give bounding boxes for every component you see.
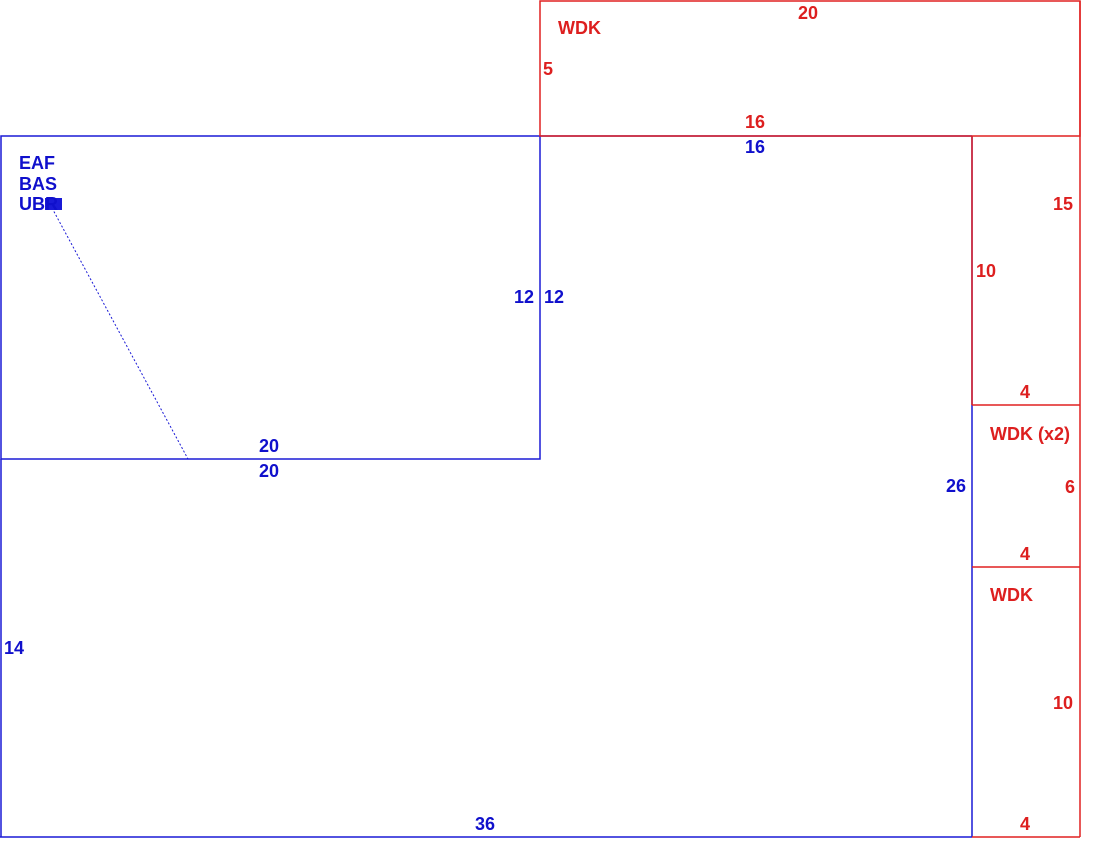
wdk-bottom-tag: WDK <box>990 585 1033 605</box>
bedroom-tag-bas: BAS <box>19 174 57 194</box>
dim-wdk-top-inner-height: 10 <box>976 261 996 281</box>
bedroom-wing <box>0 135 541 460</box>
dim-wdk-middle-height: 6 <box>1065 477 1075 497</box>
tag-marker-square <box>45 198 62 210</box>
bedroom-tag-ubr: UBR <box>19 194 58 214</box>
dim-main-top-width: 16 <box>745 137 765 157</box>
dim-bedroom-bottom-below: 20 <box>259 461 279 481</box>
dim-wdk-middle-top-width: 4 <box>1020 382 1030 402</box>
wdk-middle-tag: WDK (x2) <box>990 424 1070 444</box>
dim-wdk-top-width: 20 <box>798 3 818 23</box>
dim-main-left-height: 14 <box>4 638 24 658</box>
dim-bedroom-right-inner: 12 <box>544 287 564 307</box>
dim-wdk-middle-bottom-width: 4 <box>1020 544 1030 564</box>
bedroom-tag-eaf: EAF <box>19 153 55 173</box>
dim-wdk-top-right-height: 15 <box>1053 194 1073 214</box>
wdk-top-tag: WDK <box>558 18 601 38</box>
dim-wdk-bottom-height: 10 <box>1053 693 1073 713</box>
dim-bedroom-right-outer: 12 <box>514 287 534 307</box>
dim-wdk-top-left-depth: 5 <box>543 59 553 79</box>
dim-wdk-top-bottom-width: 16 <box>745 112 765 132</box>
dim-main-bottom-width: 36 <box>475 814 495 834</box>
dim-main-right-height: 26 <box>946 476 966 496</box>
dim-wdk-bottom-width: 4 <box>1020 814 1030 834</box>
dim-bedroom-bottom-top: 20 <box>259 436 279 456</box>
tag-leader-line <box>51 207 189 460</box>
